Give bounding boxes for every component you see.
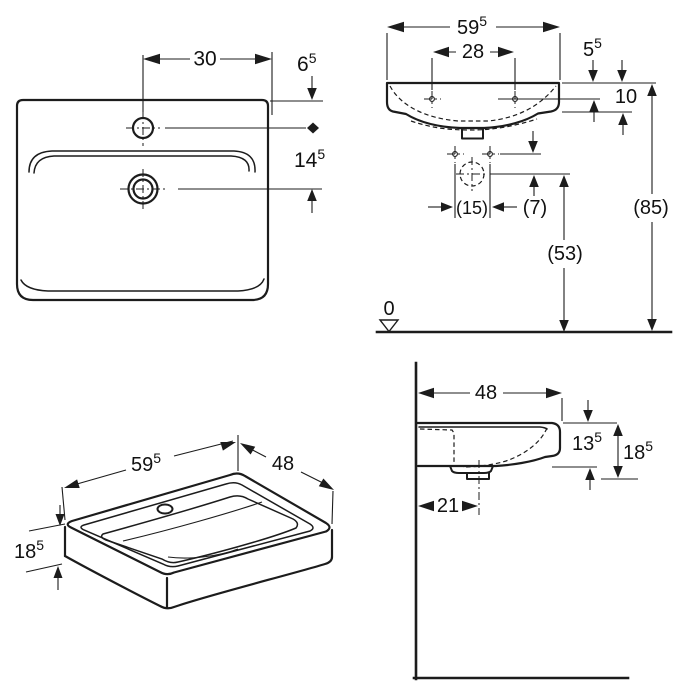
dim-label: 135 bbox=[572, 429, 602, 455]
dim-front-width: 595 bbox=[386, 13, 561, 80]
plan-front-inner-rim bbox=[20, 278, 265, 292]
dim-label: 185 bbox=[623, 438, 653, 464]
iso-view: 595 48 185 bbox=[14, 435, 334, 610]
dim-superscript: 5 bbox=[594, 35, 602, 51]
iso-bottom-edge bbox=[63, 554, 334, 610]
dim-iso-depth: 48 bbox=[240, 443, 334, 525]
dim-label: 595 bbox=[131, 450, 161, 476]
trap-icon bbox=[456, 157, 488, 191]
dim-label: 185 bbox=[14, 537, 44, 563]
iso-inner-rim bbox=[80, 481, 314, 568]
dim-label: 30 bbox=[193, 48, 216, 71]
dim-label: 21 bbox=[437, 495, 459, 517]
dim-front-rim-to-holes: 55 bbox=[583, 35, 602, 122]
side-view: 48 135 185 21 bbox=[412, 361, 653, 681]
dim-value: 18 bbox=[14, 541, 36, 563]
dim-superscript: 5 bbox=[309, 50, 317, 66]
side-drain-box bbox=[466, 472, 490, 480]
plan-view: 30 65 145 bbox=[15, 48, 325, 302]
dim-label: 55 bbox=[583, 35, 602, 61]
iso-bowl-outline bbox=[100, 495, 299, 564]
dim-iso-height: 185 bbox=[14, 505, 66, 590]
front-drain-box bbox=[461, 127, 484, 140]
dim-label: 595 bbox=[457, 13, 487, 39]
dim-front-valve-spacing: (15) bbox=[428, 164, 517, 218]
dim-superscript: 5 bbox=[317, 146, 325, 162]
dim-label: 65 bbox=[297, 50, 317, 76]
dim-label: (85) bbox=[633, 197, 669, 219]
dim-label: 48 bbox=[272, 453, 294, 475]
dim-superscript: 5 bbox=[594, 429, 602, 445]
side-back-hidden bbox=[419, 428, 455, 464]
fixing-hole-left-icon bbox=[424, 91, 441, 108]
dim-plan-tap-to-edge: 30 bbox=[142, 48, 273, 115]
datum-marker: 0 bbox=[378, 298, 400, 333]
iso-tap-hole-icon bbox=[156, 503, 174, 515]
plan-back-inner-rim-outer bbox=[28, 150, 256, 173]
dim-label: (53) bbox=[547, 243, 583, 265]
dim-superscript: 5 bbox=[645, 438, 653, 454]
plan-basin-outline bbox=[15, 98, 270, 302]
dim-value: 13 bbox=[572, 433, 594, 455]
dim-label: (7) bbox=[523, 197, 547, 219]
dim-label: 145 bbox=[294, 146, 325, 172]
dim-label: 48 bbox=[475, 382, 497, 404]
dim-side-total-height: 185 bbox=[613, 424, 653, 478]
datum-triangle-icon bbox=[378, 319, 400, 333]
dim-side-rim-to-underside: 135 bbox=[572, 400, 602, 490]
dim-plan-edge-to-tap: 65 bbox=[165, 50, 323, 134]
dim-plan-tap-to-drain: 145 bbox=[178, 146, 325, 213]
dim-label: 28 bbox=[462, 41, 484, 63]
dim-front-rim-height: (85) bbox=[633, 84, 669, 331]
dim-side-depth: 48 bbox=[418, 382, 563, 421]
dim-front-hole-spacing: 28 bbox=[431, 41, 516, 90]
dim-value: 14 bbox=[294, 149, 318, 172]
dim-front-rim-to-lower-edge: 10 bbox=[615, 60, 637, 135]
dim-side-wall-to-drain: 21 bbox=[418, 495, 478, 517]
side-drain-flange bbox=[449, 465, 494, 474]
dim-superscript: 5 bbox=[153, 450, 161, 466]
dim-value: 5 bbox=[583, 39, 594, 61]
dim-value: 6 bbox=[297, 53, 309, 76]
side-rim-inner-line bbox=[418, 426, 548, 430]
front-bowl-hidden-bottom bbox=[410, 118, 538, 131]
dim-value: 59 bbox=[457, 17, 479, 39]
side-bowl-hidden bbox=[462, 427, 548, 468]
front-bowl-hidden-rim bbox=[389, 85, 557, 122]
dim-front-trap-height: (53) bbox=[547, 175, 583, 332]
iso-bowl-bottom-arc bbox=[167, 548, 239, 559]
valve-left-icon bbox=[447, 146, 464, 163]
iso-bowl-sweep bbox=[122, 501, 263, 542]
dim-value: 59 bbox=[131, 454, 153, 476]
dim-superscript: 5 bbox=[479, 13, 487, 29]
iso-top-face bbox=[66, 472, 331, 576]
side-basin-outline bbox=[415, 421, 562, 468]
front-view: 595 28 55 10 bbox=[375, 13, 673, 334]
dim-label: 10 bbox=[615, 86, 637, 108]
dim-superscript: 5 bbox=[36, 537, 44, 553]
datum-label: 0 bbox=[383, 298, 394, 320]
valve-right-icon bbox=[482, 146, 499, 163]
dim-iso-width: 595 bbox=[61, 440, 236, 521]
dim-value: 18 bbox=[623, 442, 645, 464]
dim-label: (15) bbox=[456, 198, 488, 218]
plan-back-inner-rim-inner bbox=[33, 155, 250, 174]
dim-front-valve-to-trap: (7) bbox=[523, 131, 547, 219]
